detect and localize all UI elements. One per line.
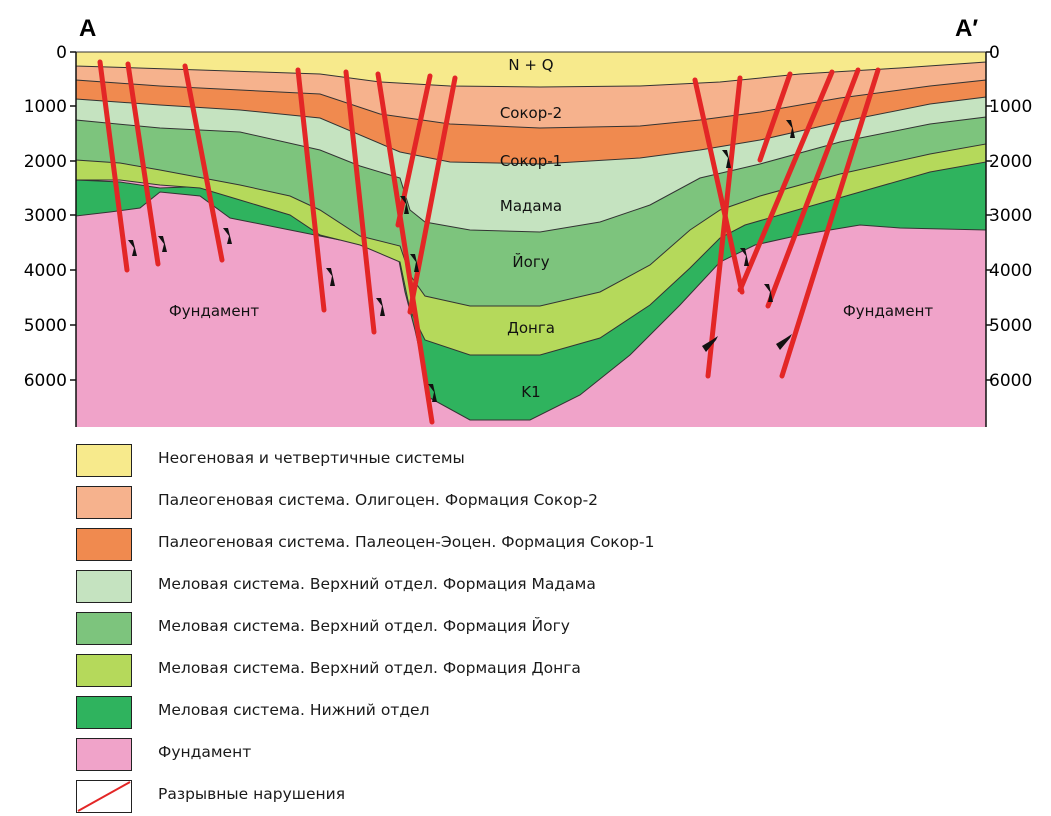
- section-end-label: A′: [955, 15, 978, 42]
- legend-swatch: [76, 696, 132, 729]
- depth-tick-label: 1000: [24, 97, 67, 117]
- legend-label: Палеогеновая система. Палеоцен-Эоцен. Фо…: [158, 533, 654, 551]
- depth-tick-label: 0: [989, 43, 1000, 63]
- legend-label: Палеогеновая система. Олигоцен. Формация…: [158, 491, 598, 509]
- depth-tick-label: 4000: [989, 261, 1032, 281]
- label-sokor1: Сокор-1: [500, 152, 562, 170]
- legend-swatch: [76, 444, 132, 477]
- legend-label: Меловая система. Верхний отдел. Формация…: [158, 617, 570, 635]
- depth-tick-label: 2000: [989, 152, 1032, 172]
- depth-axis-left: 0 1000 2000 3000 4000 5000 6000: [24, 43, 67, 391]
- legend-item: Меловая система. Верхний отдел. Формация…: [76, 650, 976, 686]
- depth-tick-label: 6000: [24, 371, 67, 391]
- legend-label: Меловая система. Верхний отдел. Формация…: [158, 659, 581, 677]
- legend-item: Фундамент: [76, 734, 976, 770]
- legend-swatch: [76, 612, 132, 645]
- label-nq: N + Q: [508, 56, 553, 74]
- legend-item: Разрывные нарушения: [76, 776, 976, 812]
- legend-label: Фундамент: [158, 743, 251, 761]
- legend-swatch-fault: [76, 780, 132, 813]
- legend-label: Разрывные нарушения: [158, 785, 345, 803]
- legend-item: Меловая система. Верхний отдел. Формация…: [76, 608, 976, 644]
- label-madama: Мадама: [500, 197, 562, 215]
- depth-tick-label: 5000: [24, 316, 67, 336]
- cross-section-diagram: A A′ 0 1000 2000 3000 4000 5000 6000 0 1…: [0, 0, 1051, 440]
- legend-swatch: [76, 738, 132, 771]
- legend-label: Меловая система. Верхний отдел. Формация…: [158, 575, 596, 593]
- depth-tick-label: 2000: [24, 152, 67, 172]
- legend-item: Меловая система. Нижний отдел: [76, 692, 976, 728]
- section-start-label: A: [79, 15, 96, 42]
- depth-tick-label: 3000: [989, 206, 1032, 226]
- legend-item: Меловая система. Верхний отдел. Формация…: [76, 566, 976, 602]
- depth-tick-label: 5000: [989, 316, 1032, 336]
- legend-item: Неогеновая и четвертичные системы: [76, 440, 976, 476]
- label-donga: Донга: [507, 319, 555, 337]
- legend-item: Палеогеновая система. Палеоцен-Эоцен. Фо…: [76, 524, 976, 560]
- label-basement-right: Фундамент: [843, 302, 934, 320]
- legend-swatch: [76, 486, 132, 519]
- legend-swatch: [76, 528, 132, 561]
- depth-tick-label: 4000: [24, 261, 67, 281]
- depth-tick-label: 1000: [989, 97, 1032, 117]
- label-sokor2: Сокор-2: [500, 104, 562, 122]
- label-k1: K1: [521, 383, 540, 401]
- depth-tick-label: 6000: [989, 371, 1032, 391]
- depth-tick-label: 0: [56, 43, 67, 63]
- legend-swatch: [76, 654, 132, 687]
- legend-label: Меловая система. Нижний отдел: [158, 701, 430, 719]
- label-yogu: Йогу: [512, 252, 549, 271]
- legend-swatch: [76, 570, 132, 603]
- fault-line-icon: [77, 781, 131, 812]
- legend-label: Неогеновая и четвертичные системы: [158, 449, 465, 467]
- label-basement-left: Фундамент: [169, 302, 260, 320]
- legend-item: Палеогеновая система. Олигоцен. Формация…: [76, 482, 976, 518]
- depth-axis-right: 0 1000 2000 3000 4000 5000 6000: [989, 43, 1032, 391]
- depth-tick-label: 3000: [24, 206, 67, 226]
